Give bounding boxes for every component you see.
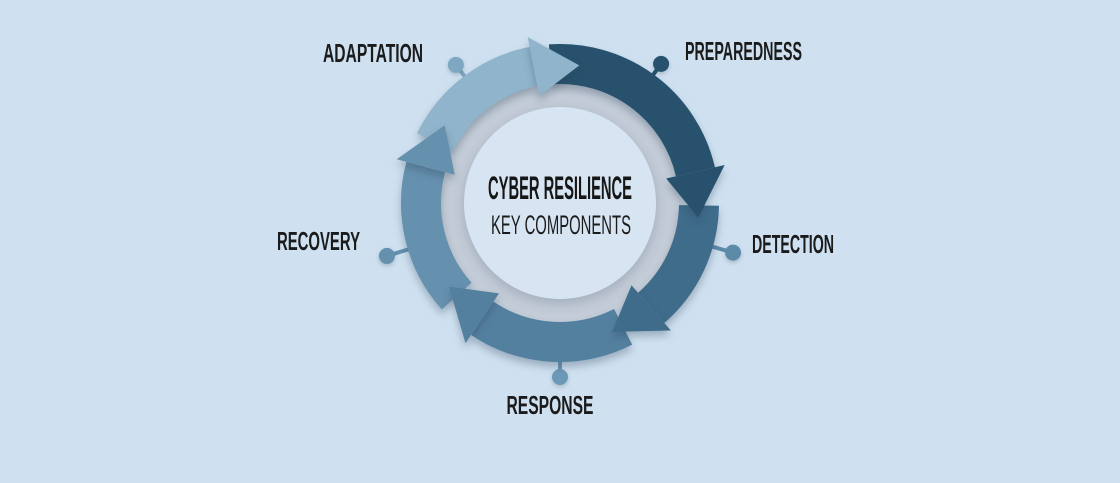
label-adaptation: ADAPTATION (323, 38, 423, 68)
label-preparedness: PREPAREDNESS (685, 36, 802, 66)
detection-arrowhead (612, 285, 671, 332)
preparedness-arrowhead (666, 164, 725, 218)
preparedness-connector-dot (653, 55, 670, 72)
adaptation-connector-dot (447, 56, 464, 73)
label-response: RESPONSE (507, 390, 594, 420)
recovery-arrowhead (396, 125, 455, 175)
center-circle (464, 107, 656, 299)
diagram-title: CYBER RESILIENCE (488, 170, 632, 206)
diagram-subtitle: KEY COMPONENTS (491, 210, 631, 240)
adaptation-arrowhead (527, 37, 580, 97)
recovery-connector-dot (378, 247, 395, 264)
inner-grey-ring (439, 82, 681, 324)
recovery-arc-segment (401, 161, 472, 310)
detection-connector-dot (725, 244, 742, 261)
label-detection: DETECTION (752, 229, 834, 259)
detection-arc-segment (637, 204, 719, 323)
label-recovery: RECOVERY (277, 226, 360, 256)
response-arrowhead (448, 286, 500, 344)
response-arc-segment (471, 301, 633, 362)
response-connector-dot (552, 369, 568, 385)
